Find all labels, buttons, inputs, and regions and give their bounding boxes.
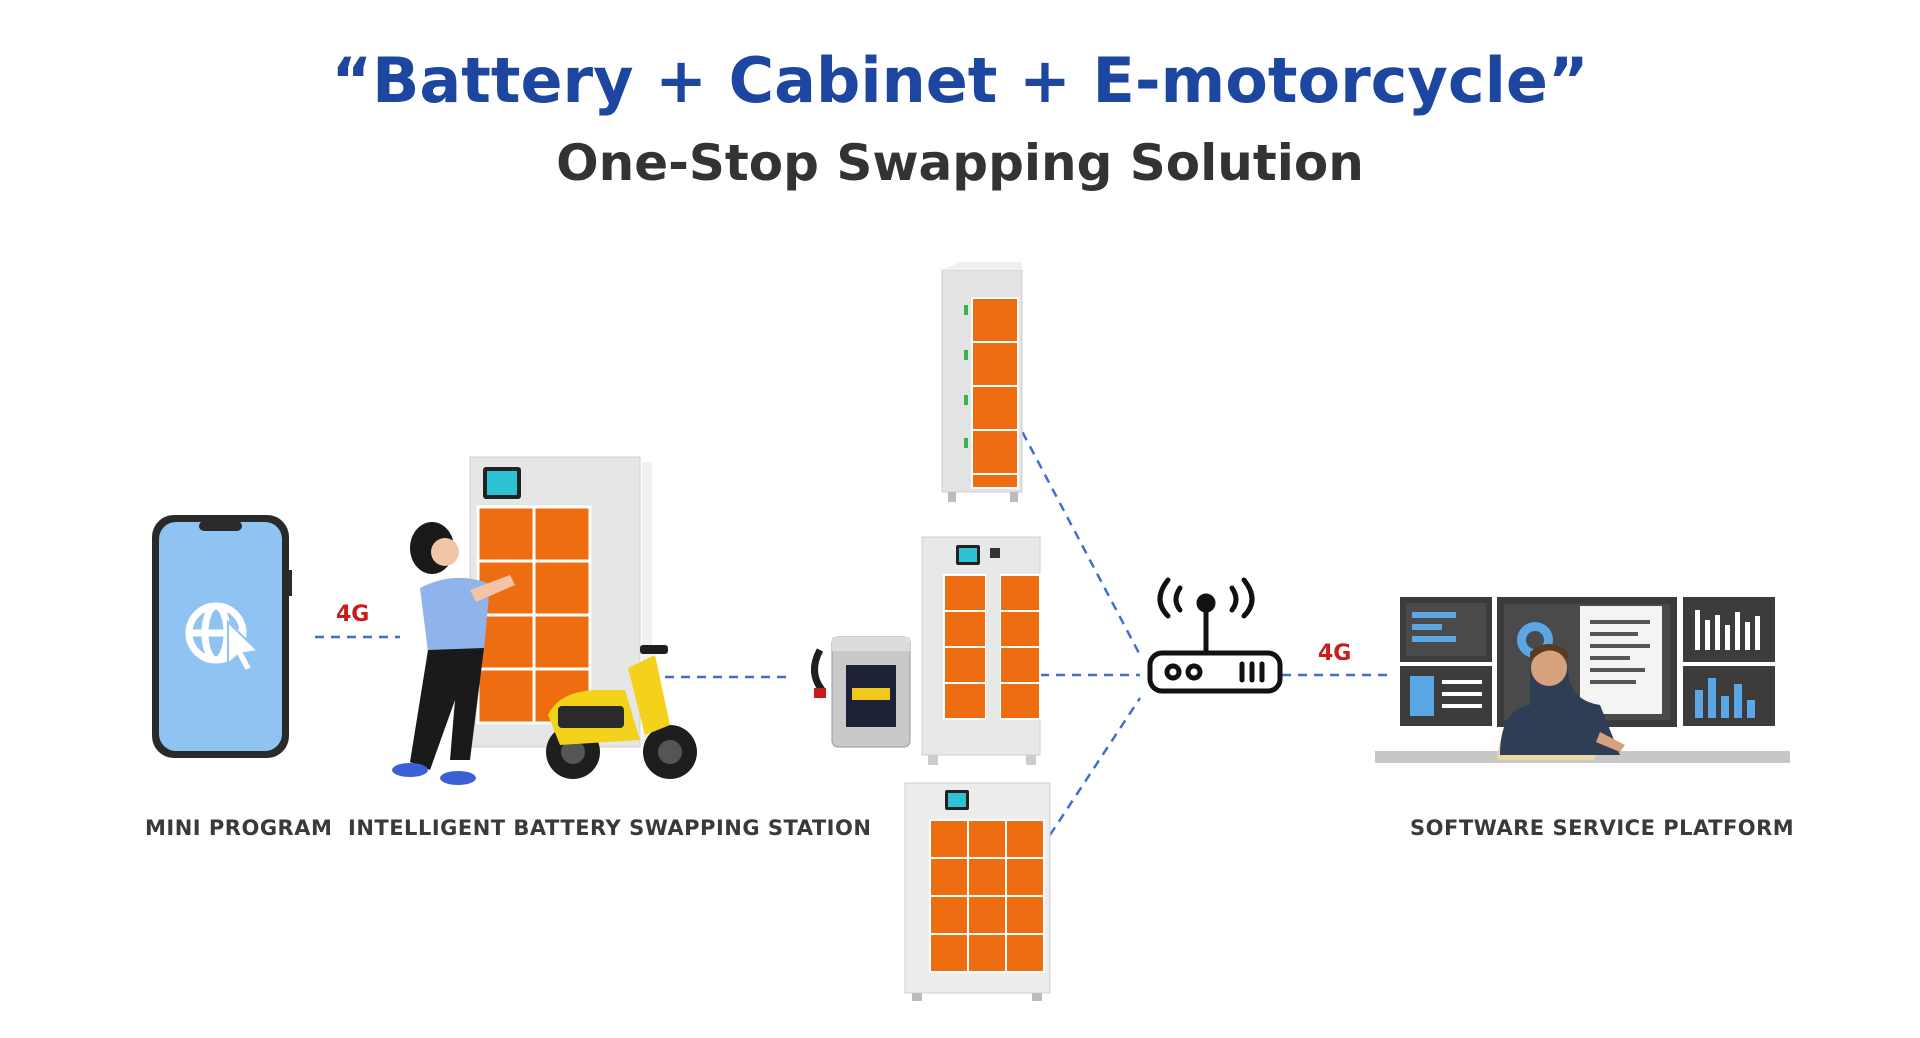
smartphone-icon xyxy=(152,515,292,758)
label-swapping-station: INTELLIGENT BATTERY SWAPPING STATION xyxy=(348,816,872,840)
link-tall-cabinet-router xyxy=(1013,417,1142,656)
page-subtitle: One-Stop Swapping Solution xyxy=(556,134,1364,192)
swapping-station xyxy=(469,456,652,748)
battery-icon xyxy=(811,636,911,748)
medium-cabinet xyxy=(921,536,1041,765)
user-figure xyxy=(392,522,515,785)
tall-cabinet xyxy=(941,262,1023,502)
scooter-icon xyxy=(546,645,697,779)
connection-lines xyxy=(315,417,1390,836)
router-icon xyxy=(1147,577,1283,694)
link-wide-cabinet-router xyxy=(1048,697,1142,836)
network-label-right: 4G xyxy=(1318,641,1352,666)
network-label-left: 4G xyxy=(336,602,370,627)
label-mini-program: MINI PROGRAM xyxy=(145,816,333,840)
label-software-platform: SOFTWARE SERVICE PLATFORM xyxy=(1410,816,1795,840)
platform-workstation xyxy=(1375,597,1790,763)
page-title: “Battery + Cabinet + E-motorcycle” xyxy=(331,44,1589,117)
wide-cabinet xyxy=(904,782,1051,1001)
